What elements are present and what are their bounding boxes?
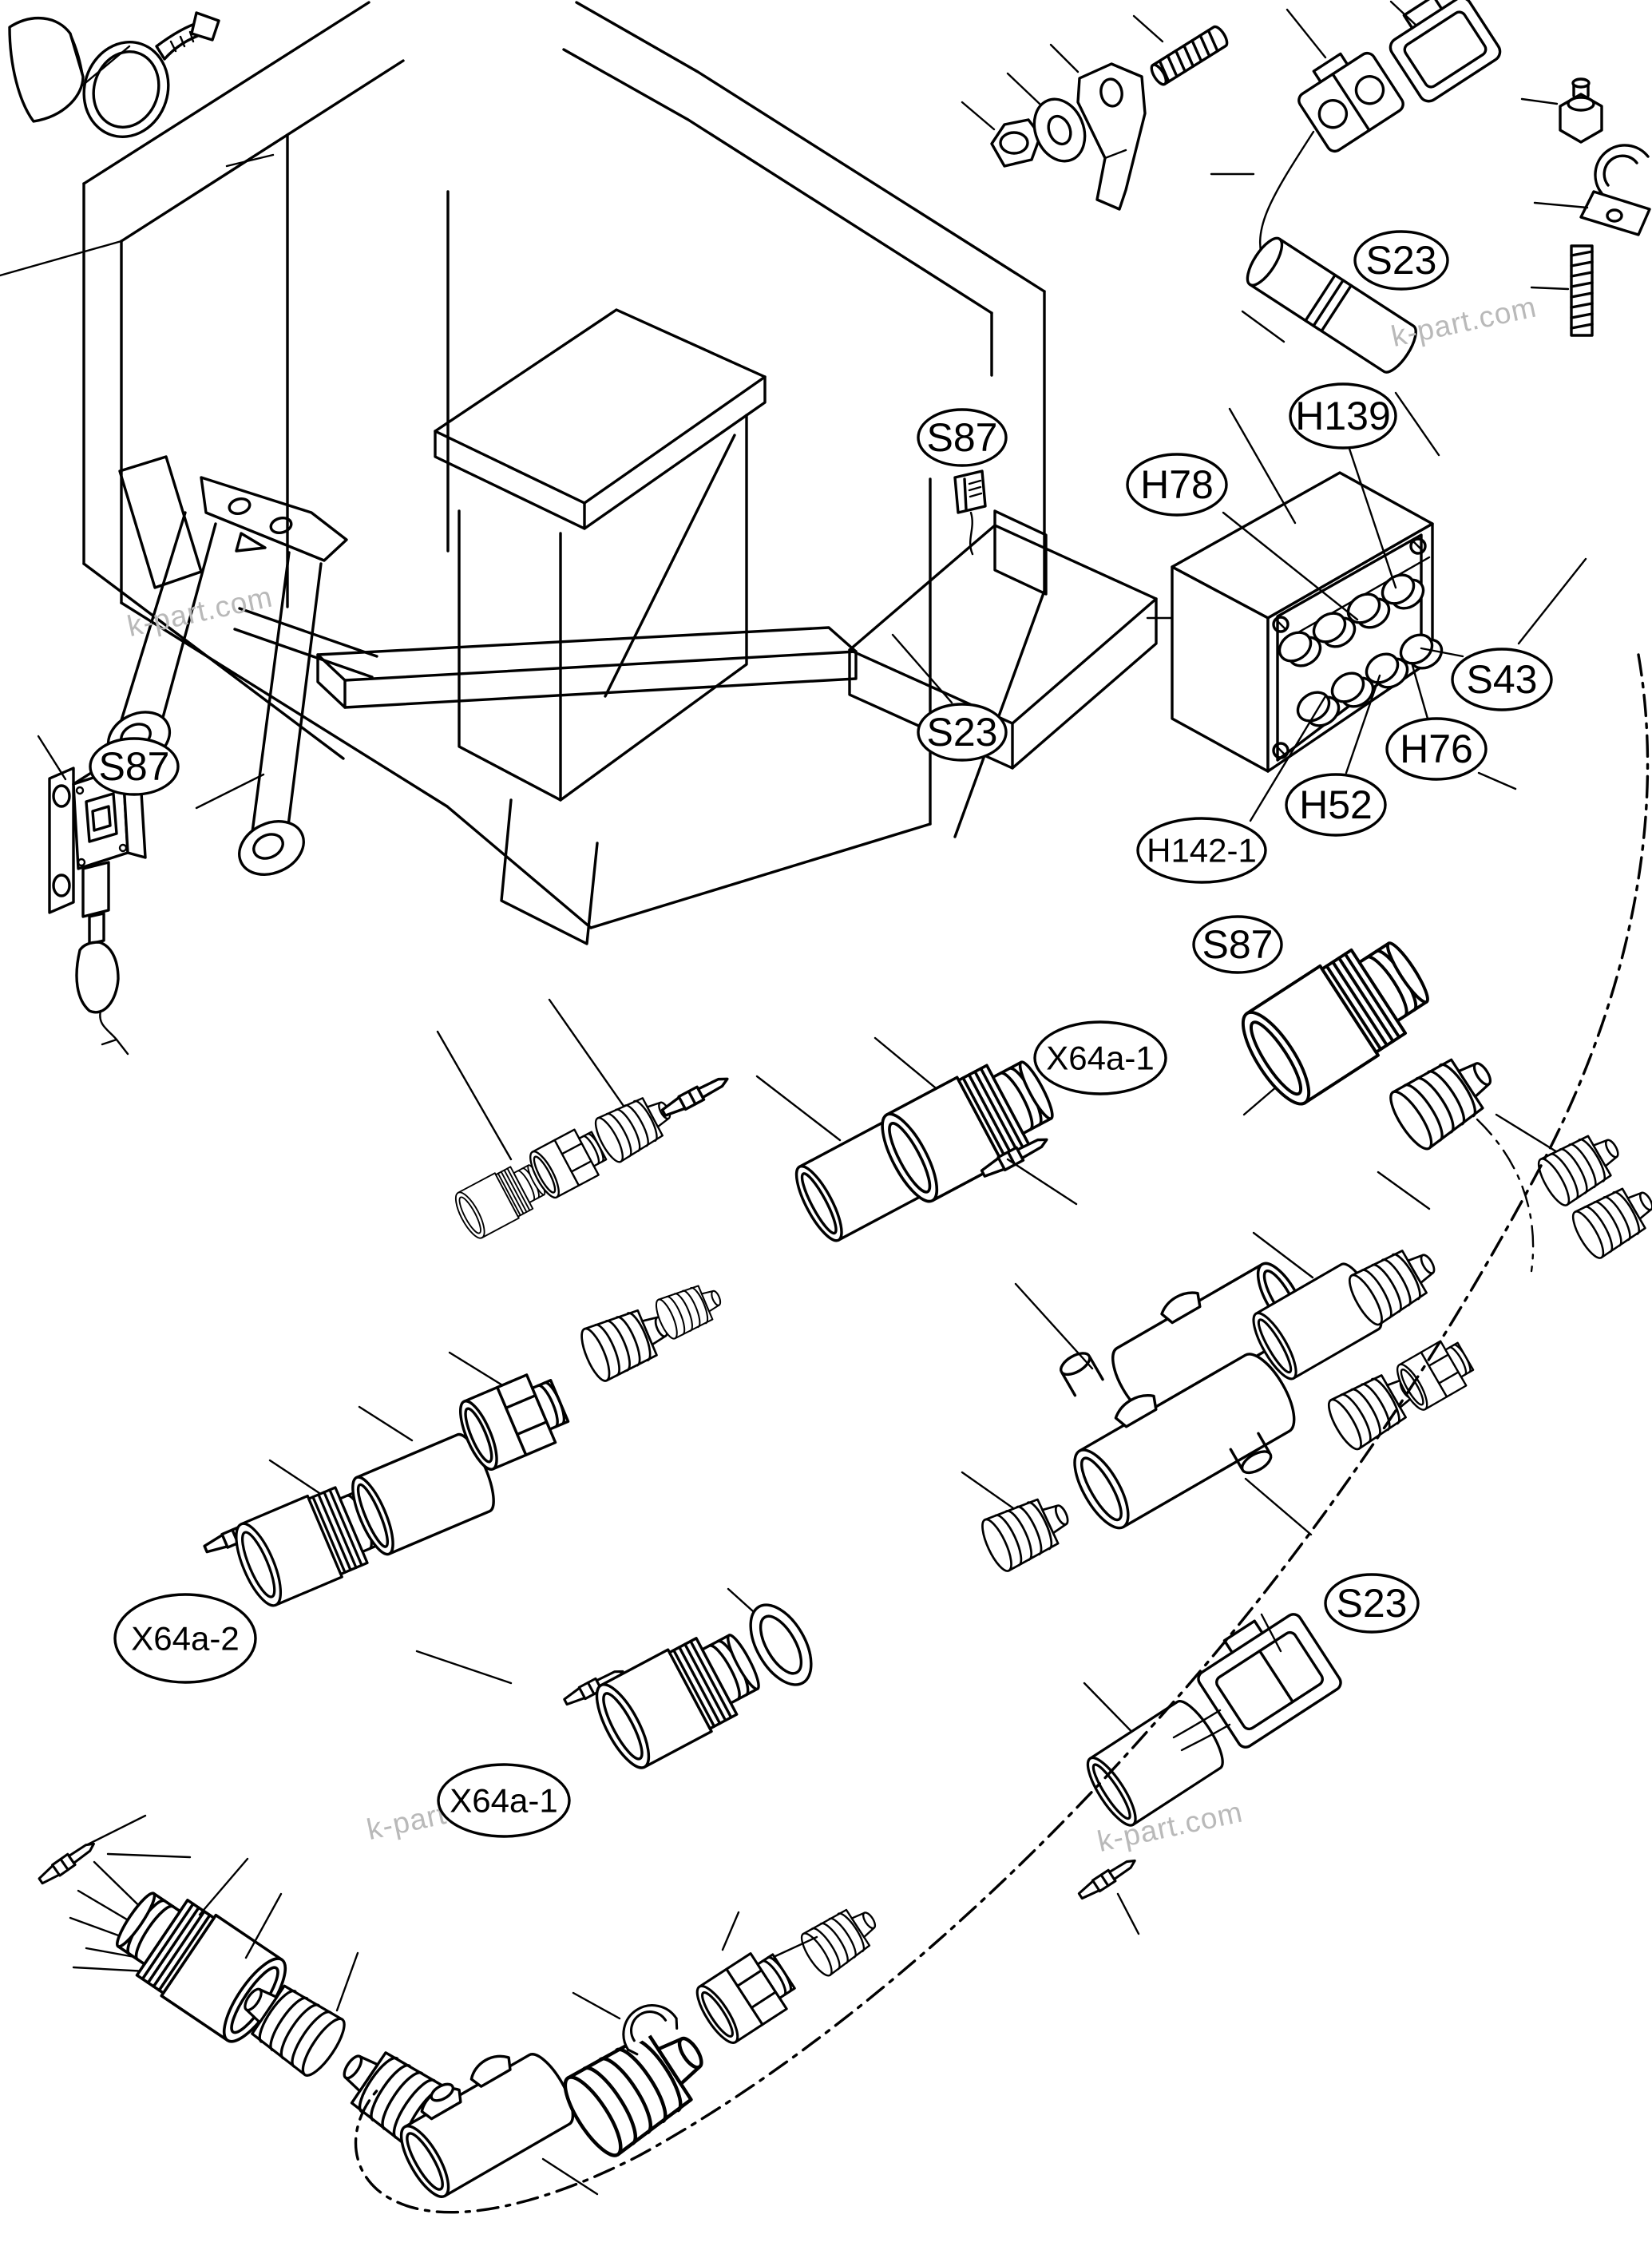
callout-ellipse (1289, 382, 1397, 450)
callout-ellipse (1033, 1020, 1167, 1095)
p-clamp (1579, 144, 1651, 236)
callout-label: H52 (1299, 782, 1373, 827)
callout-h52: H52 (1285, 773, 1387, 837)
callout-ellipse (1353, 230, 1449, 291)
watermark: k-part.com (1389, 291, 1539, 354)
callout-ellipse (89, 737, 180, 796)
callout-label: S43 (1467, 657, 1538, 702)
callout-label: S23 (1366, 238, 1437, 283)
connector-2pin (1297, 51, 1404, 153)
callouts: S23S87S23H78H139S43H76H52H142-1S87S87X64… (89, 230, 1553, 1838)
callout-x64a-2: X64a-2 (113, 1593, 257, 1684)
callout-ellipse (1385, 717, 1488, 781)
callout-s87-float: S87 (89, 737, 180, 796)
cap-nut (1559, 77, 1603, 144)
junction-box (1146, 391, 1587, 822)
boundary-curve (354, 653, 1650, 2214)
callout-label: S87 (1202, 922, 1274, 967)
callout-h76: H76 (1385, 717, 1488, 781)
callout-s23-harness: S23 (1324, 1573, 1420, 1634)
hex-nut (961, 101, 1042, 168)
harness-chain-lower (35, 1587, 1342, 2198)
callout-x64a-1-upper: X64a-1 (1033, 1020, 1167, 1095)
washer (1006, 72, 1087, 163)
callout-label: S87 (99, 744, 170, 789)
harness-chain-upper (436, 922, 1652, 1273)
sensor-s23-assembly (1210, 0, 1502, 374)
callout-label: X64a-1 (450, 1782, 557, 1820)
bracket-plate (1049, 43, 1147, 211)
machine-frame (0, 1, 1158, 945)
callout-ellipse (1285, 773, 1387, 837)
sensor-s87-on-machine (953, 469, 987, 556)
top-left-panel-piece (8, 17, 131, 123)
callout-label: X64a-1 (1046, 1040, 1154, 1077)
callout-h142-1: H142-1 (1136, 817, 1267, 884)
callout-label: S23 (1337, 1581, 1408, 1626)
callout-x64a-1-lower: X64a-1 (437, 1763, 571, 1838)
float-switch-s87 (37, 735, 265, 1056)
callout-ellipse (1192, 915, 1283, 974)
callout-h78: H78 (1126, 453, 1228, 517)
callout-ellipse (437, 1763, 571, 1838)
watermark: k-part.com (125, 580, 275, 644)
callout-label: H139 (1295, 394, 1391, 438)
bolt (1150, 25, 1229, 86)
clamp-hardware-right (1520, 77, 1651, 337)
callout-s43: S43 (1451, 648, 1553, 711)
bottom-junction-housing (399, 2053, 575, 2198)
callout-s23-machine: S23 (917, 703, 1008, 762)
callout-ellipse (917, 408, 1008, 467)
mounting-hardware-top-right (961, 14, 1229, 211)
callout-label: S23 (927, 710, 998, 755)
connector-s23-harness (1197, 1613, 1342, 1749)
callout-label: S87 (927, 415, 998, 460)
callout-ellipse (1126, 453, 1228, 517)
callout-ellipse (1451, 648, 1553, 711)
callout-label: H142-1 (1147, 832, 1257, 870)
harness-chain-middle (201, 1171, 1480, 1613)
callout-ellipse (113, 1593, 257, 1684)
cable-tie (82, 11, 275, 168)
callout-s87-harness: S87 (1192, 915, 1283, 974)
callout-ellipse (917, 703, 1008, 762)
callout-ellipse (1324, 1573, 1420, 1634)
callout-h139: H139 (1289, 382, 1397, 450)
threaded-stud (1570, 244, 1594, 337)
callout-s87-machine: S87 (917, 408, 1008, 467)
connector-latch (1389, 0, 1502, 103)
callout-label: X64a-2 (131, 1620, 239, 1658)
callout-s23-top-right: S23 (1353, 230, 1449, 291)
fuse-cylinder (1246, 236, 1417, 374)
callout-label: H78 (1140, 462, 1214, 507)
callout-ellipse (1136, 817, 1267, 884)
callout-label: H76 (1400, 727, 1473, 771)
junction-box-plugs (1278, 573, 1444, 727)
